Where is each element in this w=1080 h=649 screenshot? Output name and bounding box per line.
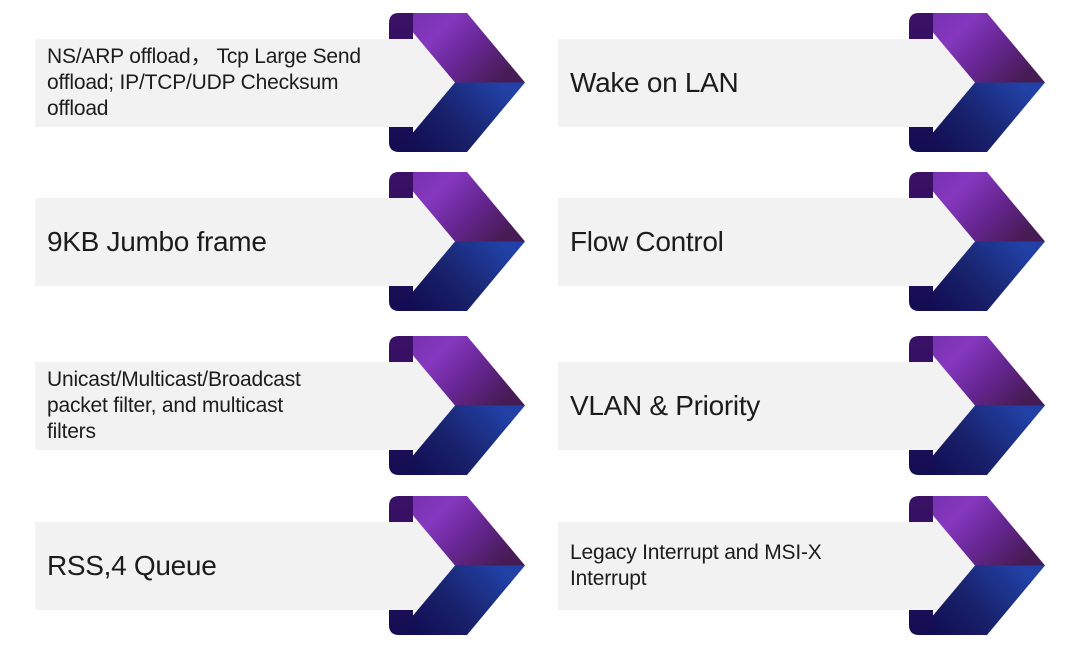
feature-label: VLAN & Priority xyxy=(570,389,760,421)
feature-item-packet-filter: Unicast/Multicast/Broadcast packet filte… xyxy=(35,336,525,475)
chevron-ribbons xyxy=(933,496,1045,635)
chevron-ribbons xyxy=(413,13,525,152)
feature-item-vlan-priority: VLAN & Priority xyxy=(558,336,1045,475)
chevron-arrow-icon xyxy=(908,496,1045,635)
chevron-ribbons xyxy=(933,172,1045,311)
chevron-arrow-icon xyxy=(388,13,525,152)
chevron-ribbons xyxy=(413,336,525,475)
feature-label-bar: Legacy Interrupt and MSI-X Interrupt xyxy=(558,521,975,610)
feature-item-wake-on-lan: Wake on LAN xyxy=(558,13,1045,152)
chevron-arrow-icon xyxy=(908,13,1045,152)
feature-label: RSS,4 Queue xyxy=(47,549,217,581)
feature-label: 9KB Jumbo frame xyxy=(47,225,267,257)
feature-label-bar: VLAN & Priority xyxy=(558,361,975,450)
feature-label-bar: Wake on LAN xyxy=(558,38,975,127)
feature-label: Flow Control xyxy=(570,225,724,257)
feature-label: Legacy Interrupt and MSI-X Interrupt xyxy=(570,540,822,590)
feature-item-offload: NS/ARP offload， Tcp Large Send offload; … xyxy=(35,13,525,152)
chevron-ribbons xyxy=(413,496,525,635)
feature-item-interrupts: Legacy Interrupt and MSI-X Interrupt xyxy=(558,496,1045,635)
feature-label-bar: RSS,4 Queue xyxy=(35,521,455,610)
chevron-arrow-icon xyxy=(908,172,1045,311)
feature-label-bar: Flow Control xyxy=(558,197,975,286)
feature-label: NS/ARP offload， Tcp Large Send offload; … xyxy=(47,44,361,120)
feature-label: Unicast/Multicast/Broadcast packet filte… xyxy=(47,367,301,443)
feature-label-bar: 9KB Jumbo frame xyxy=(35,197,455,286)
feature-item-rss-queue: RSS,4 Queue xyxy=(35,496,525,635)
chevron-arrow-icon xyxy=(908,336,1045,475)
feature-label-bar: NS/ARP offload， Tcp Large Send offload; … xyxy=(35,38,455,127)
feature-item-flow-control: Flow Control xyxy=(558,172,1045,311)
chevron-arrow-icon xyxy=(388,172,525,311)
feature-label-bar: Unicast/Multicast/Broadcast packet filte… xyxy=(35,361,455,450)
chevron-ribbons xyxy=(933,336,1045,475)
feature-label: Wake on LAN xyxy=(570,66,739,98)
chevron-arrow-icon xyxy=(388,496,525,635)
feature-item-jumbo-frame: 9KB Jumbo frame xyxy=(35,172,525,311)
chevron-ribbons xyxy=(413,172,525,311)
chevron-ribbons xyxy=(933,13,1045,152)
chevron-arrow-icon xyxy=(388,336,525,475)
